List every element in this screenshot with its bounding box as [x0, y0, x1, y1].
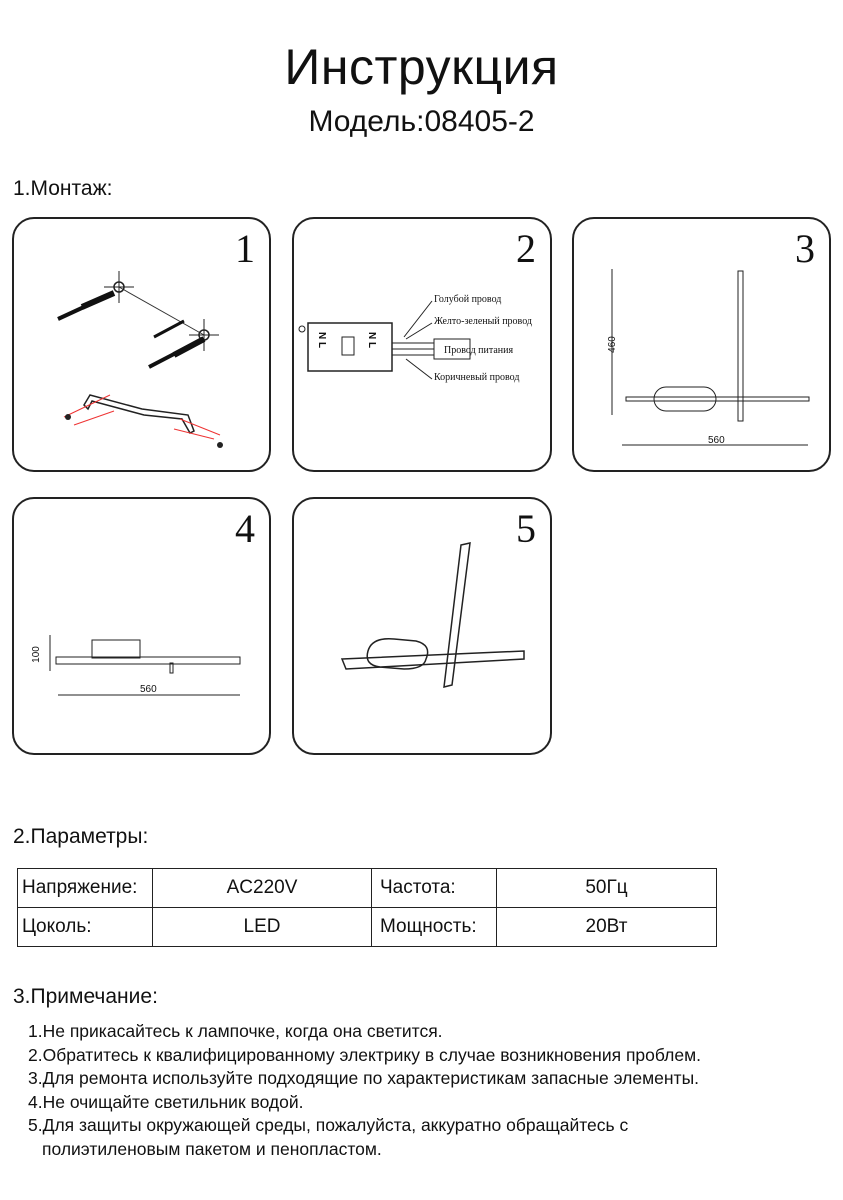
parameters-table: Напряжение: AC220V Частота: 50Гц Цоколь:…: [17, 868, 717, 947]
wiring-diagram: [298, 300, 471, 380]
param-value: LED: [152, 907, 372, 947]
step-number: 3: [795, 226, 815, 271]
section-notes-heading: 3.Примечание:: [13, 985, 158, 1008]
param-value: 20Вт: [496, 907, 717, 947]
param-label: Мощность:: [371, 907, 497, 947]
section-mount-heading: 1.Монтаж:: [13, 177, 113, 200]
wire-label-blue: Голубой провод: [434, 294, 502, 305]
panel-step-3: 3 460 560: [572, 217, 831, 472]
height-dimension: 460: [606, 336, 618, 353]
list-item: полиэтиленовым пакетом и пенопластом.: [42, 1138, 382, 1159]
table-row: Напряжение: AC220V Частота: 50Гц: [17, 868, 717, 908]
param-label: Напряжение:: [17, 868, 153, 908]
list-item: 4.Не очищайте светильник водой.: [28, 1091, 304, 1112]
width-dimension: 560: [140, 684, 157, 695]
panel-step-2: 2 N L N L Голубой провод Желто-зеленый п…: [292, 217, 552, 472]
section-params-heading: 2.Параметры:: [13, 825, 149, 848]
step-number: 5: [516, 506, 536, 551]
model-number: Модель:08405-2: [308, 105, 535, 138]
front-dimension-drawing: [611, 269, 810, 446]
wire-label-brown: Коричневый провод: [434, 372, 520, 383]
param-label: Частота:: [371, 868, 497, 908]
mounting-screws-illustration: [57, 271, 223, 448]
list-item: 3.Для ремонта используйте подходящие по …: [28, 1068, 700, 1088]
step-number: 1: [235, 226, 255, 271]
terminal-label-right: N L: [366, 332, 377, 349]
panel-step-4: 4 100 560: [12, 497, 271, 755]
param-value: AC220V: [152, 868, 372, 908]
param-label: Цоколь:: [17, 907, 153, 947]
step-number: 2: [516, 226, 536, 271]
panel-step-5: 5: [292, 497, 552, 755]
list-item: 2.Обратитесь к квалифицированному электр…: [28, 1044, 701, 1065]
step-number: 4: [235, 506, 255, 551]
table-row: Цоколь: LED Мощность: 20Вт: [17, 907, 717, 947]
terminal-label-left: N L: [316, 332, 327, 349]
side-dimension-drawing: [49, 635, 241, 696]
list-item: 5.Для защиты окружающей среды, пожалуйст…: [28, 1115, 629, 1135]
height-dimension: 100: [30, 646, 42, 663]
width-dimension: 560: [708, 435, 725, 446]
panel-step-1: 1: [12, 217, 271, 472]
wire-label-supply: Провод питания: [444, 345, 514, 356]
wire-label-yellow-green: Желто-зеленый провод: [434, 316, 532, 327]
document-title: Инструкция: [284, 39, 559, 95]
assembled-lamp-illustration: [340, 542, 525, 688]
notes-list: 1.Не прикасайтесь к лампочке, когда она …: [28, 1020, 701, 1161]
param-value: 50Гц: [496, 868, 717, 908]
list-item: 1.Не прикасайтесь к лампочке, когда она …: [28, 1021, 443, 1041]
